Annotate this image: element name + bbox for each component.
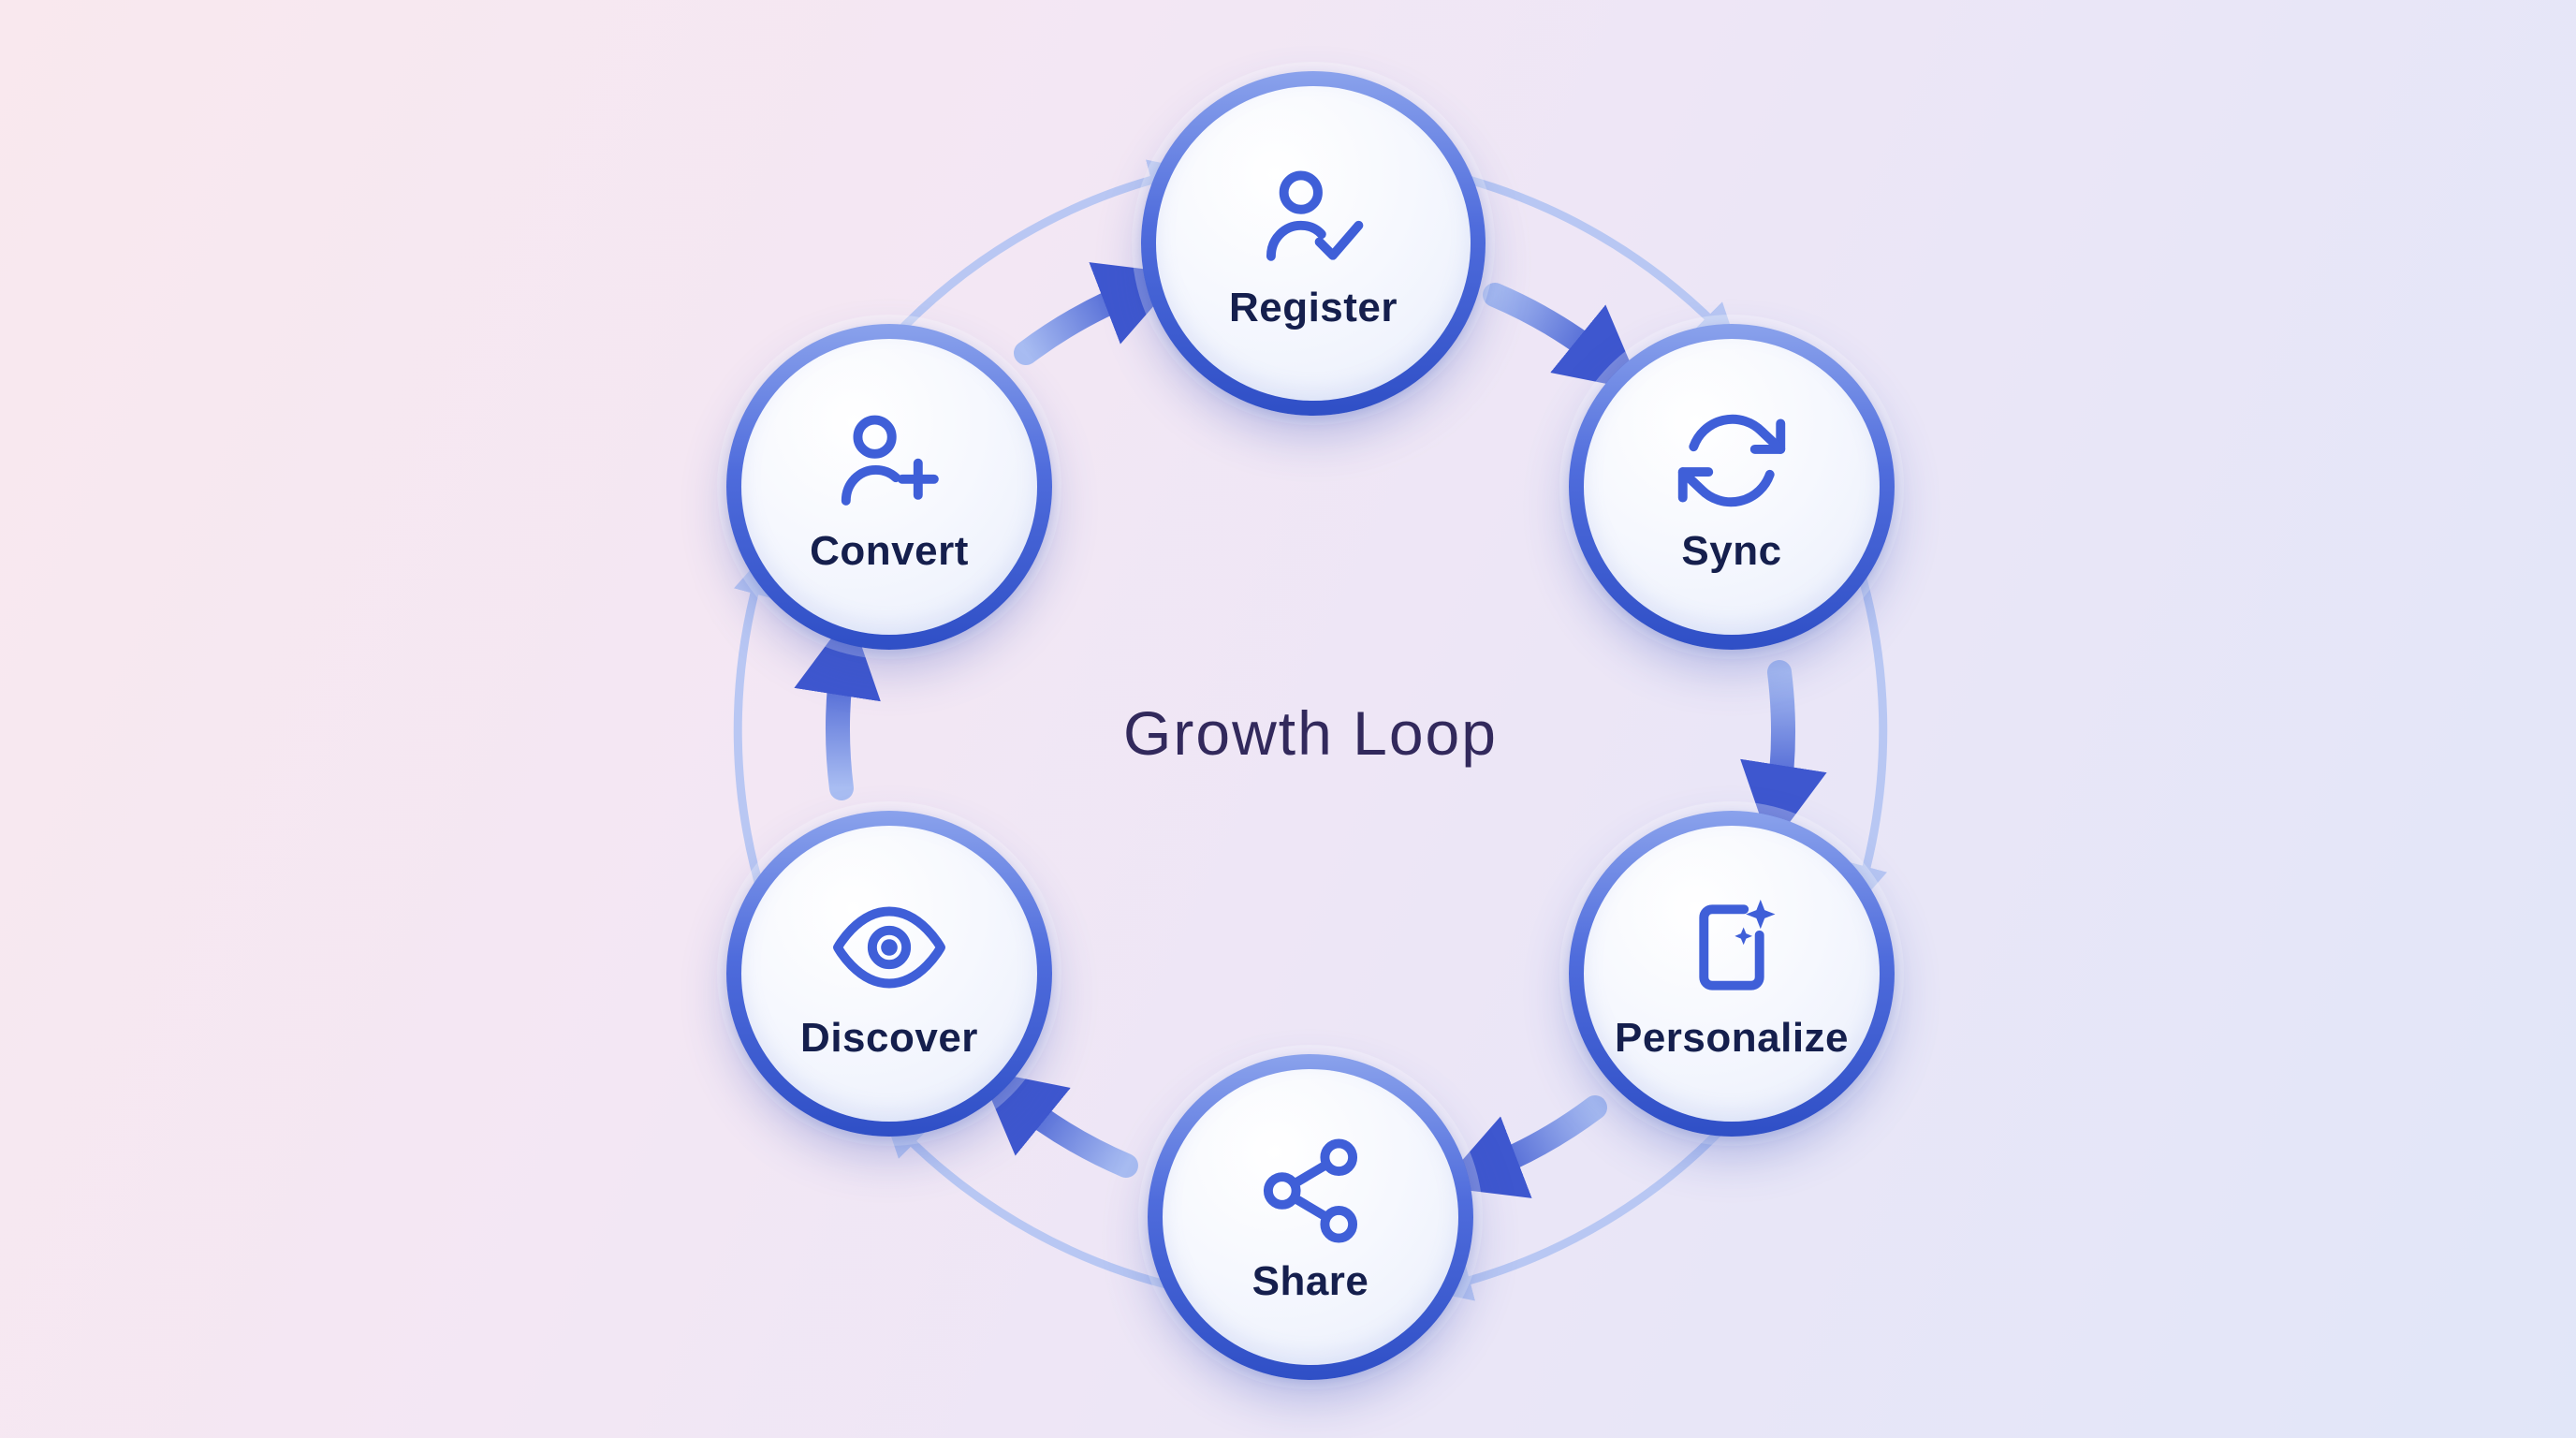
node-share-body: Share — [1163, 1069, 1458, 1365]
arrow-discover-to-convert — [794, 612, 881, 800]
person-plus-icon — [827, 399, 951, 522]
document-sparkle-icon — [1670, 886, 1793, 1009]
arrow-register-to-sync — [1483, 283, 1643, 391]
diagram-title: Growth Loop — [1123, 698, 1498, 768]
arrow-share-to-discover — [978, 1069, 1138, 1178]
sync-arrows-icon — [1670, 399, 1793, 522]
person-check-icon — [1251, 155, 1375, 279]
node-label: Personalize — [1614, 1015, 1850, 1061]
node-register: Register — [1141, 71, 1486, 416]
node-discover-body: Discover — [741, 826, 1037, 1122]
thin-arrow-discover-to-convert — [733, 552, 775, 902]
node-discover: Discover — [726, 811, 1052, 1137]
thin-arrow-share-to-discover — [884, 1114, 1186, 1293]
thin-arrow-convert-to-register — [886, 159, 1193, 345]
node-sync: Sync — [1569, 324, 1895, 650]
node-label: Sync — [1681, 528, 1782, 574]
thin-arrow-register-to-sync — [1435, 168, 1737, 346]
thin-arrow-sync-to-personalize — [1846, 558, 1888, 908]
arrow-personalize-to-share — [1439, 1095, 1607, 1198]
node-sync-body: Sync — [1584, 339, 1880, 635]
node-register-body: Register — [1156, 86, 1471, 401]
eye-icon — [827, 886, 951, 1009]
thin-arrow-personalize-to-share — [1428, 1116, 1734, 1301]
node-personalize: Personalize — [1569, 811, 1895, 1137]
node-share: Share — [1148, 1054, 1473, 1380]
arrow-sync-to-personalize — [1740, 660, 1827, 848]
node-personalize-body: Personalize — [1584, 826, 1880, 1122]
node-label: Register — [1228, 285, 1398, 330]
arrow-convert-to-register — [1014, 262, 1182, 365]
node-label: Convert — [810, 528, 969, 574]
share-nodes-icon — [1249, 1129, 1372, 1253]
node-label: Discover — [800, 1015, 978, 1061]
node-convert-body: Convert — [741, 339, 1037, 635]
node-label: Share — [1251, 1258, 1369, 1304]
node-convert: Convert — [726, 324, 1052, 650]
